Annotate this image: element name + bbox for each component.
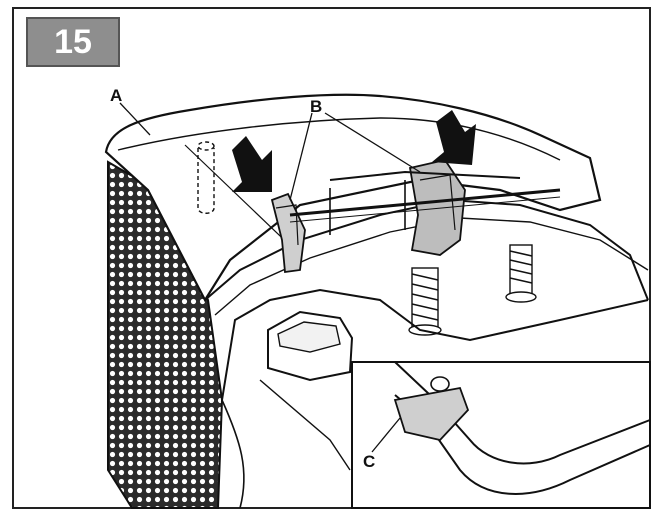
leader-a <box>119 102 151 136</box>
catcher-lid <box>104 93 602 303</box>
figure-frame <box>12 7 651 509</box>
inset-clip <box>393 386 470 441</box>
push-arrow-right-icon <box>432 110 476 165</box>
callout-label-b: B <box>310 97 323 116</box>
handle-bar <box>329 170 521 181</box>
leader-c <box>371 417 401 453</box>
lower-housing-edge <box>221 288 649 401</box>
locating-pin <box>197 148 215 214</box>
inset-pin <box>430 376 450 392</box>
step-number-badge: 15 <box>26 17 120 67</box>
spring-right <box>505 244 537 303</box>
leader-b-right <box>324 112 421 173</box>
inset-rod-lower <box>394 394 651 495</box>
lid-ridge-line <box>117 117 561 161</box>
callout-label-a: A <box>110 86 123 105</box>
inset-rod-upper <box>394 361 651 465</box>
mounting-rod <box>289 188 561 217</box>
callout-label-c: C <box>363 452 376 471</box>
leader-b-left <box>289 112 313 201</box>
detail-inset <box>351 361 651 509</box>
push-arrow-left-icon <box>232 136 272 192</box>
